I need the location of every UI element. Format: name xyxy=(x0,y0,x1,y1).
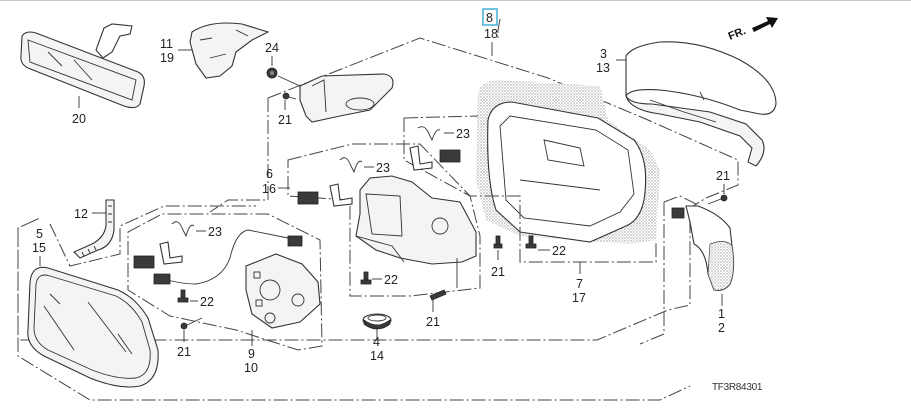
top-border xyxy=(0,0,911,1)
callout-1: 1 xyxy=(718,307,725,321)
bolt-a[interactable] xyxy=(360,271,372,285)
callout-23-b: 23 xyxy=(376,161,390,175)
mirror-base-cover[interactable] xyxy=(299,73,394,123)
mirror-cover-bracket[interactable] xyxy=(189,22,270,79)
callout-16: 16 xyxy=(262,182,276,196)
skull-cap[interactable] xyxy=(625,41,777,167)
callout-22-c: 22 xyxy=(200,295,214,309)
screw-c[interactable] xyxy=(493,235,503,249)
clip-b[interactable] xyxy=(297,157,363,207)
clip-a[interactable] xyxy=(409,126,461,171)
callout-14: 14 xyxy=(370,349,384,363)
retractor-unit[interactable] xyxy=(355,175,477,265)
callout-3: 3 xyxy=(600,47,607,61)
callout-6: 6 xyxy=(266,167,273,181)
callout-12: 12 xyxy=(74,207,88,221)
callout-13: 13 xyxy=(596,61,610,75)
callout-8[interactable]: 8 xyxy=(486,11,493,25)
arrow-right-icon xyxy=(752,17,778,32)
svg-text:FR.: FR. xyxy=(727,25,748,43)
callout-18: 18 xyxy=(484,27,498,41)
callout-11: 11 xyxy=(160,37,173,51)
callout-15: 15 xyxy=(32,241,46,255)
side-turn-signal-light[interactable] xyxy=(671,205,735,291)
callout-2: 2 xyxy=(718,321,725,335)
grommet[interactable] xyxy=(73,199,115,259)
callout-7: 7 xyxy=(576,277,583,291)
callout-4: 4 xyxy=(373,335,380,349)
drawing-code: TF3R84301 xyxy=(712,382,763,393)
screw-a[interactable] xyxy=(282,92,297,100)
callout-22-a: 22 xyxy=(384,273,398,287)
callout-23-a: 23 xyxy=(456,127,470,141)
callout-10: 10 xyxy=(244,361,258,375)
callout-24: 24 xyxy=(265,41,279,55)
rear-view-mirror[interactable] xyxy=(20,23,145,109)
actuator[interactable] xyxy=(153,229,321,329)
clip-c[interactable] xyxy=(133,221,195,269)
front-direction-indicator: FR. xyxy=(727,17,778,43)
nut[interactable] xyxy=(266,67,278,79)
callout-23-c: 23 xyxy=(208,225,222,239)
bolt-c[interactable] xyxy=(177,289,189,303)
callout-17: 17 xyxy=(572,291,586,305)
callout-21-b: 21 xyxy=(716,169,730,183)
callout-20: 20 xyxy=(72,112,86,126)
callout-8-highlight-box xyxy=(482,8,498,26)
seal[interactable] xyxy=(362,313,392,330)
screw-b[interactable] xyxy=(429,289,447,301)
bolt-b[interactable] xyxy=(525,235,537,249)
screw-d[interactable] xyxy=(180,317,203,330)
callout-21-d: 21 xyxy=(426,315,440,329)
callout-21-a: 21 xyxy=(278,113,292,127)
callout-5: 5 xyxy=(36,227,43,241)
mirror-glass[interactable] xyxy=(27,266,159,388)
mirror-housing[interactable] xyxy=(476,80,660,244)
callout-9: 9 xyxy=(248,347,255,361)
callout-21-c: 21 xyxy=(491,265,505,279)
screw-e[interactable] xyxy=(707,194,728,205)
callout-21-e: 21 xyxy=(177,345,191,359)
callout-19: 19 xyxy=(160,51,174,65)
callout-22-b: 22 xyxy=(552,244,566,258)
